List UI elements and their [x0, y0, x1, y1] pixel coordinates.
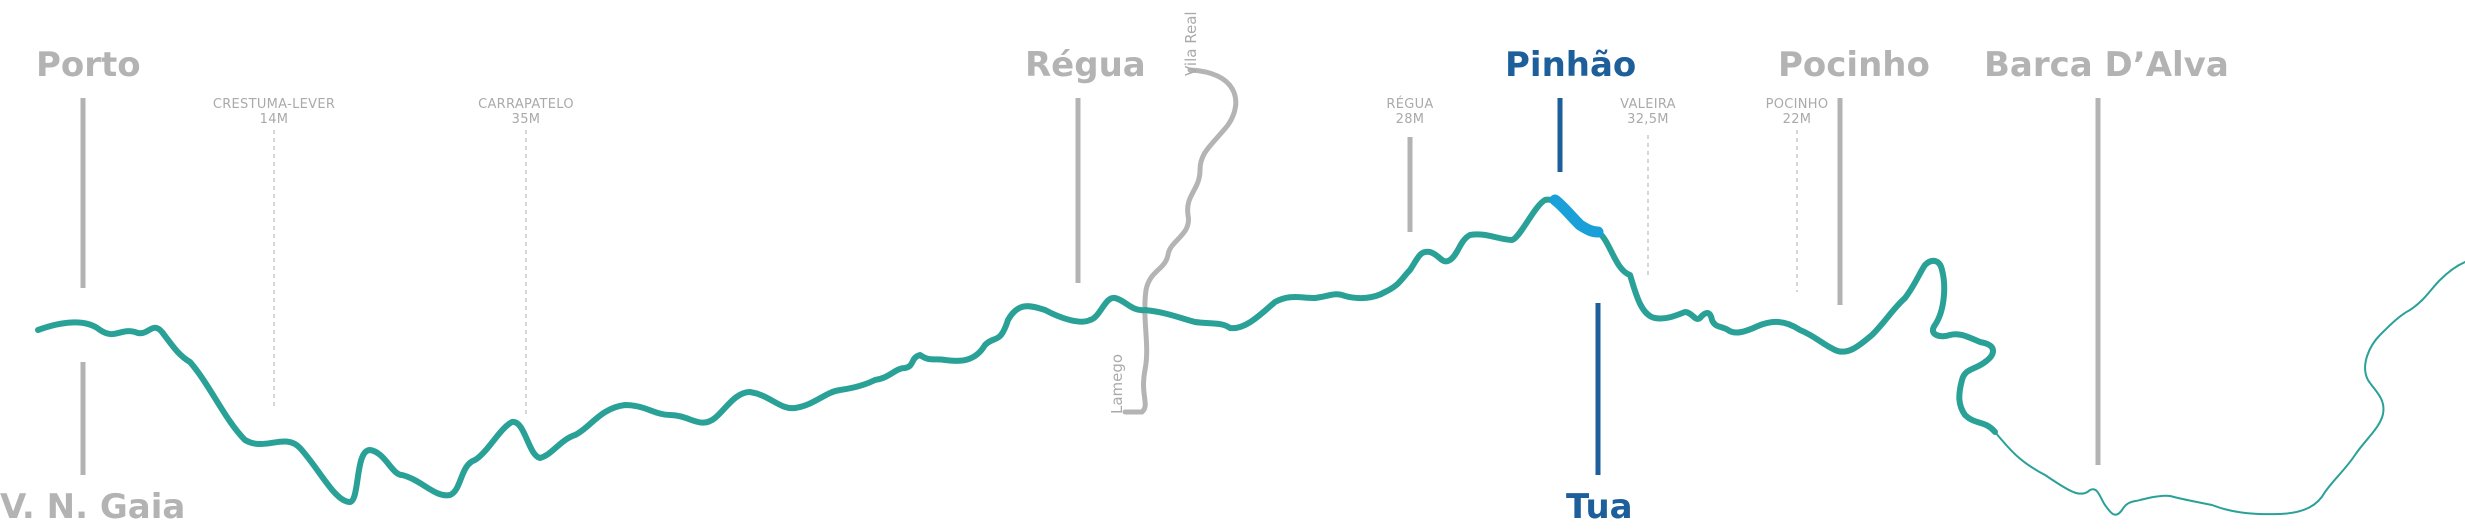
pocinho-label: Pocinho	[1778, 45, 1930, 85]
pocinho-dam-name: POCINHO	[1766, 97, 1829, 112]
vila-real-label: Vila Real	[1182, 11, 1200, 76]
barca-label: Barca D’Alva	[1984, 45, 2229, 85]
gaia-label: V. N. Gaia	[0, 487, 185, 527]
regua-dam-name: RÉGUA	[1386, 96, 1433, 112]
valeira-dam-height: 32,5M	[1627, 112, 1669, 127]
crestuma-dam-name: CRESTUMA-LEVER	[213, 97, 335, 112]
highlight-segment-pinhao-tua	[1549, 194, 1604, 238]
tua-label: Tua	[1566, 487, 1633, 527]
regua-label: Régua	[1025, 45, 1146, 85]
carrapatelo-dam-name: CARRAPATELO	[478, 97, 574, 112]
douro-river	[35, 196, 1998, 505]
carrapatelo-dam-height: 35M	[512, 112, 541, 127]
regua-dam-height: 28M	[1396, 112, 1425, 127]
valeira-dam-name: VALEIRA	[1620, 97, 1676, 112]
pocinho-dam-height: 22M	[1783, 112, 1812, 127]
douro-river-east	[1994, 261, 2465, 516]
lamego-label: Lamego	[1108, 354, 1126, 414]
pinhao-label: Pinhão	[1505, 45, 1636, 85]
crestuma-dam-height: 14M	[260, 112, 289, 127]
tributary-river	[1122, 67, 1239, 415]
porto-label: Porto	[36, 45, 141, 85]
